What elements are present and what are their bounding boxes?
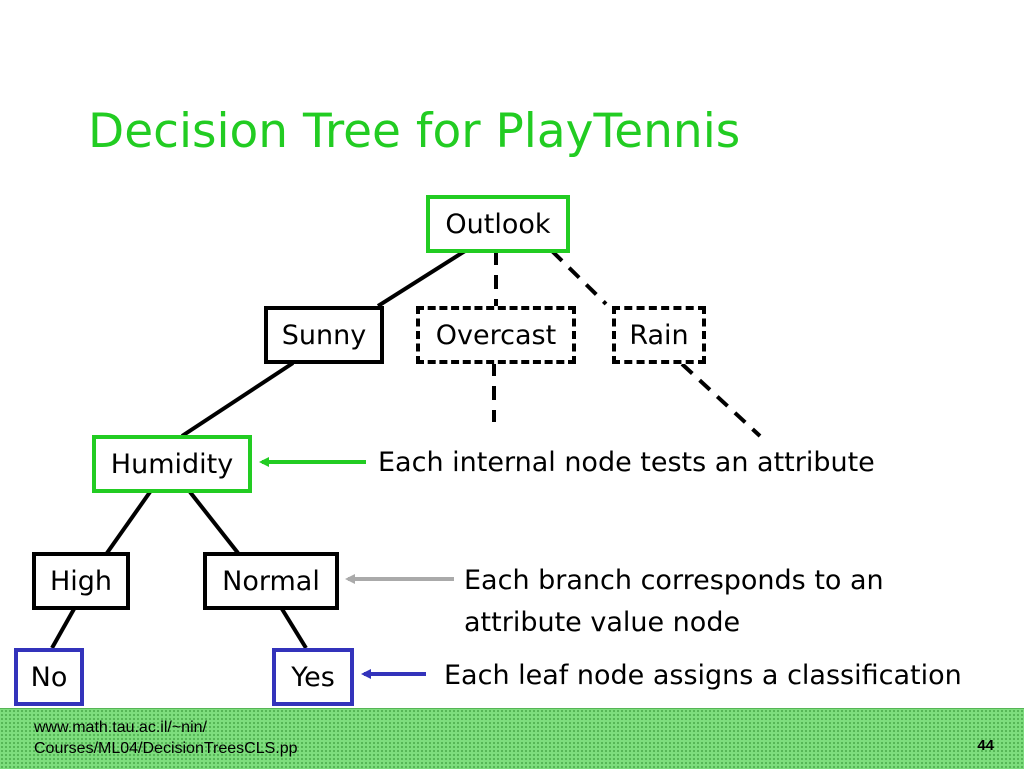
node-no: No <box>14 648 84 706</box>
leaf-node-note: Each leaf node assigns a classification <box>444 660 962 691</box>
edge-humidity-normal <box>188 490 240 555</box>
edge-sunny-humidity <box>180 361 295 438</box>
node-humidity: Humidity <box>92 435 252 493</box>
source-url: www.math.tau.ac.il/~nin/ Courses/ML04/De… <box>34 717 298 759</box>
edge-rain-down <box>680 362 762 438</box>
source-url-line2: Courses/ML04/DecisionTreesCLS.pp <box>34 740 298 757</box>
branch-note-line1: Each branch corresponds to an <box>464 565 884 596</box>
tree-connectors <box>50 249 762 679</box>
node-sunny: Sunny <box>264 306 384 364</box>
branch-note: Each branch corresponds to an attribute … <box>464 560 884 644</box>
edge-high-no <box>50 608 76 649</box>
node-overcast: Overcast <box>416 306 576 364</box>
node-rain: Rain <box>612 306 706 364</box>
source-url-line1: www.math.tau.ac.il/~nin/ <box>34 719 207 736</box>
page-number: 44 <box>977 737 994 754</box>
internal-node-note: Each internal node tests an attribute <box>378 447 875 478</box>
node-high: High <box>32 552 130 610</box>
footer-bar: www.math.tau.ac.il/~nin/ Courses/ML04/De… <box>0 708 1024 769</box>
node-yes: Yes <box>272 648 354 706</box>
slide-title: Decision Tree for PlayTennis <box>88 104 741 159</box>
edge-outlook-sunny <box>376 249 467 308</box>
edge-outlook-rain <box>550 249 608 306</box>
node-outlook: Outlook <box>426 195 570 253</box>
edge-humidity-high <box>105 490 152 555</box>
node-normal: Normal <box>203 552 339 610</box>
edge-normal-yes <box>280 607 308 650</box>
branch-note-line2: attribute value node <box>464 607 741 638</box>
